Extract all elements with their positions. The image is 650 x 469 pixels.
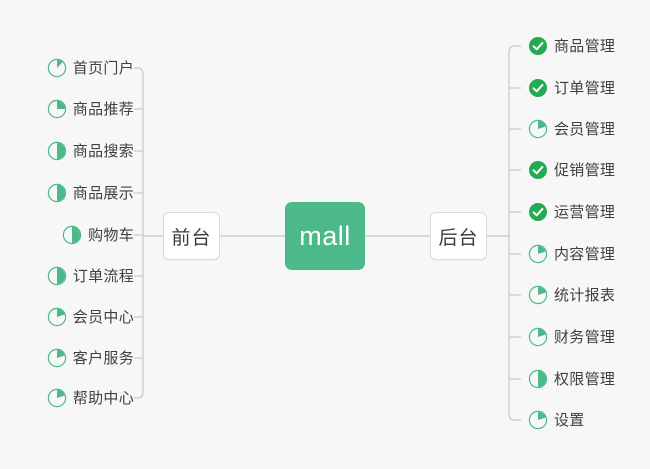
leaf-item-right-3[interactable]: 促销管理 [528,157,615,183]
leaf-item-label: 促销管理 [554,161,616,179]
leaf-item-label: 财务管理 [554,328,616,346]
leaf-item-left-3[interactable]: 商品展示 [47,180,134,206]
leaf-item-right-4[interactable]: 运营管理 [528,199,615,225]
check-circle-icon [528,202,548,222]
pie-progress-icon [528,119,548,139]
leaf-item-right-8[interactable]: 权限管理 [528,366,615,392]
leaf-item-left-1[interactable]: 商品推荐 [47,96,134,122]
branch-node-backend[interactable]: 后台 [430,212,487,260]
leaf-item-label: 会员管理 [554,120,616,138]
pie-progress-icon [528,410,548,430]
leaf-item-label: 内容管理 [554,245,616,263]
left-stub-8 [134,391,144,399]
leaf-item-right-0[interactable]: 商品管理 [528,33,615,59]
pie-progress-icon [47,58,67,78]
leaf-item-label: 帮助中心 [72,389,134,407]
leaf-item-label: 统计报表 [554,286,616,304]
right-stub-9 [508,413,521,421]
leaf-item-right-6[interactable]: 统计报表 [528,282,615,308]
pie-progress-icon [47,307,67,327]
pie-progress-icon [47,388,67,408]
leaf-item-label: 商品管理 [554,37,616,55]
leaf-item-right-7[interactable]: 财务管理 [528,324,615,350]
pie-progress-icon [47,141,67,161]
pie-progress-icon [62,225,82,245]
leaf-item-left-5[interactable]: 订单流程 [47,263,134,289]
leaf-item-label: 订单流程 [72,267,134,285]
leaf-item-label: 客户服务 [72,349,134,367]
check-circle-icon [528,78,548,98]
check-circle-icon [528,160,548,180]
leaf-item-left-7[interactable]: 客户服务 [47,345,134,371]
leaf-item-label: 运营管理 [554,203,616,221]
leaf-item-left-0[interactable]: 首页门户 [47,55,134,81]
pie-progress-icon [47,183,67,203]
leaf-item-right-1[interactable]: 订单管理 [528,75,615,101]
leaf-item-label: 商品推荐 [72,100,134,118]
leaf-item-label: 设置 [554,411,585,429]
leaf-item-left-6[interactable]: 会员中心 [47,304,134,330]
leaf-item-left-8[interactable]: 帮助中心 [47,385,134,411]
pie-progress-icon [528,285,548,305]
check-circle-icon [528,36,548,56]
leaf-item-label: 权限管理 [554,370,616,388]
leaf-item-label: 商品搜索 [72,142,134,160]
leaf-item-right-2[interactable]: 会员管理 [528,116,615,142]
pie-progress-icon [528,244,548,264]
leaf-item-right-9[interactable]: 设置 [528,407,585,433]
leaf-item-label: 订单管理 [554,79,616,97]
leaf-item-label: 首页门户 [72,59,134,77]
leaf-item-label: 购物车 [88,226,134,244]
pie-progress-icon [528,327,548,347]
leaf-item-left-4[interactable]: 购物车 [62,222,134,248]
branch-node-frontend-label: 前台 [171,227,212,249]
right-stub-0 [508,45,521,53]
pie-progress-icon [47,99,67,119]
root-node[interactable]: mall [285,202,365,270]
branch-node-backend-label: 后台 [438,227,479,249]
pie-progress-icon [528,369,548,389]
leaf-item-label: 会员中心 [72,308,134,326]
branch-node-frontend[interactable]: 前台 [163,212,220,260]
left-stub-0 [134,67,144,75]
pie-progress-icon [47,348,67,368]
leaf-item-left-2[interactable]: 商品搜索 [47,138,134,164]
pie-progress-icon [47,266,67,286]
leaf-item-right-5[interactable]: 内容管理 [528,241,615,267]
leaf-item-label: 商品展示 [72,184,134,202]
root-node-label: mall [299,220,351,251]
